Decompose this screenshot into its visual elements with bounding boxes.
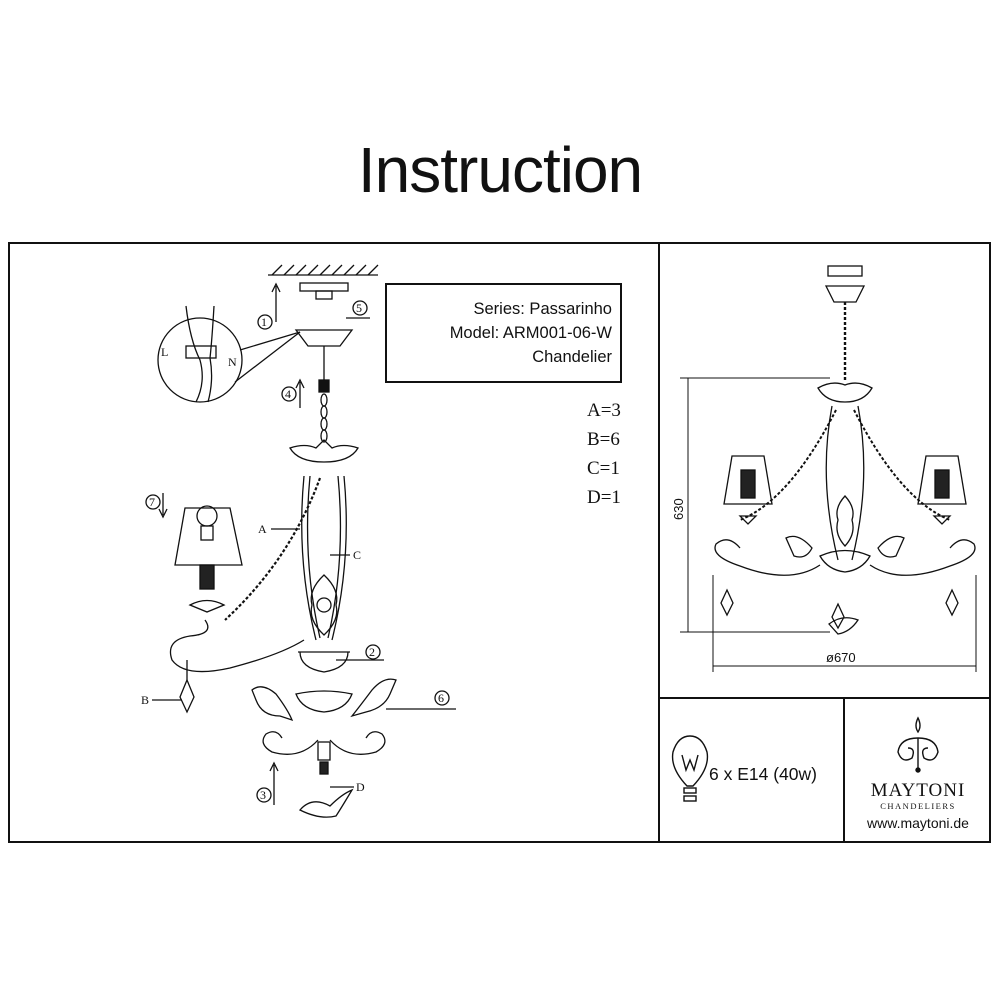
- brand-subtitle: CHANDELIERS: [880, 801, 956, 811]
- frame: [301, 475, 347, 641]
- dimension-lines: [680, 377, 977, 672]
- ceiling-hatch: [268, 264, 379, 276]
- chain-swag: [224, 477, 322, 621]
- parts-count-list: A=3 B=6 C=1 D=1: [587, 396, 621, 512]
- bird-bottom: [298, 788, 354, 818]
- bird-left: [251, 686, 294, 722]
- footer-divider: [843, 697, 845, 843]
- lower-arms: [262, 731, 386, 755]
- model-label: Model: ARM001-06-W: [449, 324, 612, 342]
- power-rating: 6 x E14 (40w): [709, 764, 817, 784]
- step-number-7: 7: [149, 495, 155, 509]
- pendant-crystal-b: [179, 678, 195, 714]
- part-count-d: D=1: [587, 487, 621, 508]
- medallion: [310, 574, 338, 636]
- product-type-label: Chandelier: [532, 348, 612, 366]
- step-markers: [145, 282, 456, 805]
- wire-label-n: N: [228, 355, 237, 369]
- mounting-bracket: [299, 282, 349, 300]
- part-count-c: C=1: [587, 458, 620, 479]
- page-title: Instruction: [357, 134, 643, 206]
- brand-logo: [897, 716, 939, 773]
- callout-b: B: [141, 693, 149, 707]
- height-dimension: 630: [671, 498, 686, 520]
- brand-name: MAYTONI: [870, 780, 966, 801]
- callout-c: C: [353, 548, 361, 562]
- wiring-detail: [157, 305, 301, 403]
- step-number-4: 4: [285, 387, 291, 401]
- part-count-a: A=3: [587, 400, 621, 421]
- step-number-2: 2: [369, 645, 375, 659]
- lamp-arm: [169, 619, 305, 673]
- callout-a: A: [258, 522, 267, 536]
- callout-d: D: [356, 780, 365, 794]
- instruction-sheet-frame: [8, 242, 991, 843]
- diameter-dimension: ø670: [826, 650, 856, 665]
- lamp-shade: [174, 505, 243, 613]
- elevation-drawing: [714, 265, 976, 635]
- step-number-1: 1: [261, 315, 267, 329]
- step-number-3: 3: [260, 788, 266, 802]
- hub: [298, 651, 350, 673]
- part-count-b: B=6: [587, 429, 620, 450]
- brand-url: www.maytoni.de: [867, 815, 969, 831]
- horizontal-divider: [658, 697, 991, 699]
- bulb-icon: [671, 735, 709, 802]
- bird-right: [350, 678, 397, 718]
- series-label: Series: Passarinho: [473, 300, 613, 318]
- vertical-divider: [658, 242, 660, 843]
- chain: [320, 393, 328, 443]
- step-number-6: 6: [438, 691, 444, 705]
- product-info-box: Series: Passarinho Model: ARM001-06-W Ch…: [385, 283, 622, 383]
- step-number-5: 5: [356, 301, 362, 315]
- canopy: [294, 329, 354, 347]
- bowl: [295, 690, 353, 713]
- wire-label-l: L: [161, 345, 168, 359]
- top-plate: [289, 439, 359, 463]
